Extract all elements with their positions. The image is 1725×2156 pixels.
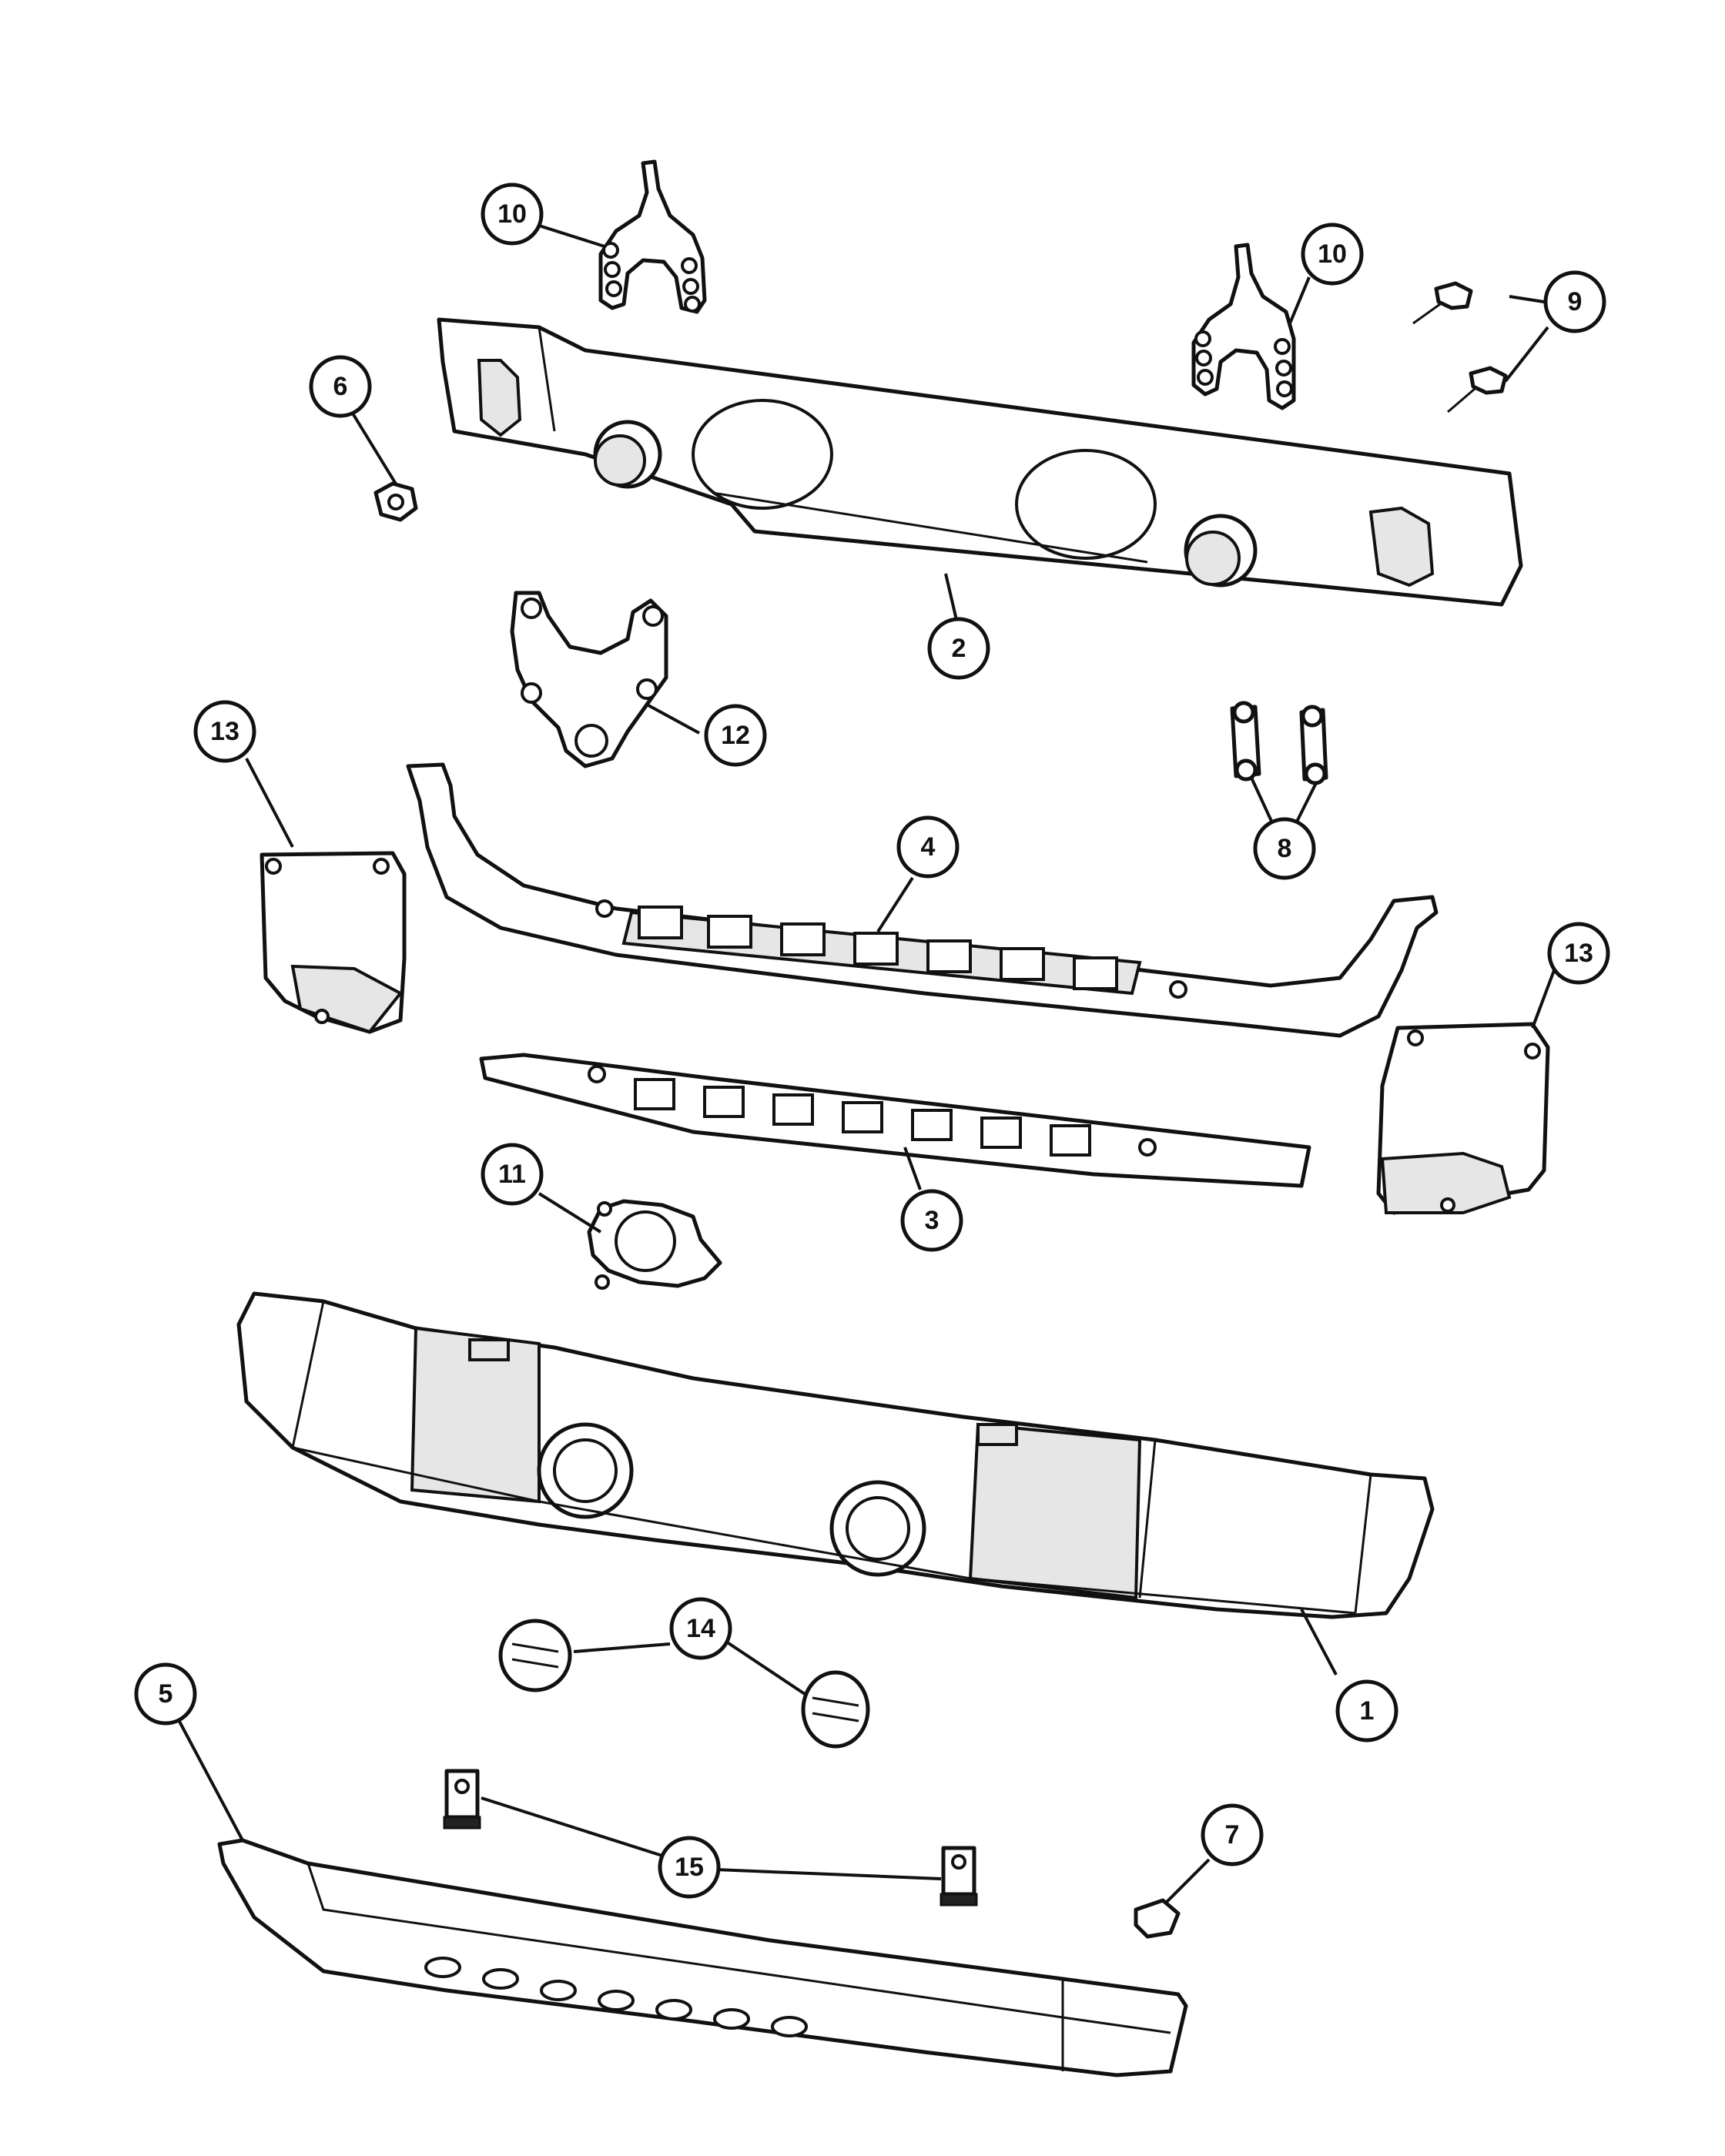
callout-2: 2 — [927, 617, 990, 680]
push-pin-7 — [1134, 1898, 1181, 1939]
callout-6: 6 — [309, 355, 372, 418]
callout-label: 10 — [497, 199, 527, 229]
callout-label: 1 — [1360, 1696, 1375, 1726]
fog-covers-14 — [498, 1619, 870, 1749]
callout-label: 10 — [1318, 239, 1347, 269]
callout-8: 8 — [1253, 817, 1316, 880]
callout-1: 1 — [1335, 1679, 1398, 1743]
bracket-10-right — [1191, 243, 1296, 410]
end-cap-13-right — [1376, 1022, 1550, 1215]
lower-valance-5 — [217, 1838, 1188, 2077]
callout-15: 15 — [658, 1836, 721, 1899]
callout-label: 5 — [159, 1679, 173, 1709]
bumper-fascia-1 — [236, 1291, 1435, 1619]
callout-label: 13 — [210, 717, 239, 746]
end-cap-13-left — [260, 851, 407, 1034]
bolts-9 — [1412, 281, 1508, 413]
callout-label: 4 — [921, 832, 936, 862]
callout-label: 6 — [333, 372, 348, 401]
callout-9: 9 — [1543, 270, 1606, 333]
callout-14: 14 — [669, 1597, 732, 1660]
callout-label: 9 — [1568, 287, 1583, 316]
bracket-10-left — [598, 159, 707, 314]
callout-label: 14 — [686, 1614, 715, 1643]
support-bracket-slots — [638, 906, 1118, 990]
mount-12 — [510, 591, 668, 768]
fog-bracket-11 — [587, 1199, 722, 1290]
callout-3: 3 — [900, 1189, 963, 1252]
callout-label: 15 — [675, 1853, 704, 1882]
callout-label: 7 — [1225, 1820, 1240, 1850]
callout-5: 5 — [134, 1662, 197, 1726]
callout-label: 3 — [925, 1206, 940, 1235]
callout-label: 13 — [1564, 939, 1593, 968]
callout-label: 11 — [498, 1160, 526, 1189]
callout-10-right: 10 — [1301, 223, 1364, 286]
absorber-slots — [634, 1078, 1091, 1157]
nut-6 — [373, 481, 418, 522]
callout-4: 4 — [896, 815, 960, 879]
callout-10-left: 10 — [481, 182, 544, 246]
callout-label: 2 — [952, 634, 966, 663]
valance-slots — [424, 1957, 808, 2037]
clips-15 — [443, 1769, 978, 1907]
support-bracket-4 — [406, 762, 1439, 1038]
callout-label: 8 — [1278, 834, 1292, 863]
absorber-3 — [479, 1053, 1311, 1188]
callout-13-left: 13 — [193, 700, 256, 763]
callout-12: 12 — [704, 704, 767, 767]
reinforcement-beam-2 — [437, 317, 1523, 607]
brackets-8 — [1230, 701, 1328, 785]
callout-13-right: 13 — [1547, 922, 1610, 985]
callout-label: 12 — [721, 721, 750, 750]
callout-11: 11 — [481, 1143, 544, 1206]
leader-lines — [176, 224, 1557, 1903]
callout-7: 7 — [1201, 1803, 1264, 1866]
